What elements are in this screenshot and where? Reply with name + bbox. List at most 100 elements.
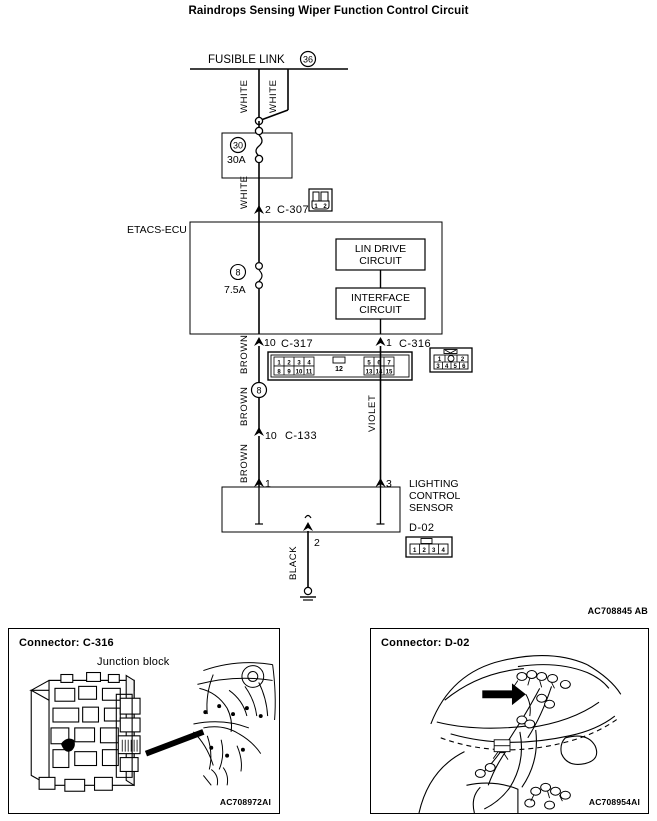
fuse-element-wave [255,134,263,157]
fuse-8-element-wave [258,269,263,282]
wire-label-white-left: WHITE [239,79,250,113]
c317-pin-6: 6 [377,361,381,367]
wire-label-brown-upper: BROWN [239,335,250,374]
connector-symbol-d02: 1 2 3 4 [405,536,453,558]
lin-drive-circuit-line1: LIN DRIVE [355,243,406,255]
c307-pin-1: 1 [314,204,318,210]
vehicle-harness-illustration [418,655,622,813]
connector-name-c316: C-316 [399,338,431,350]
connector-photo-panel-c316: Connector: C-316 Junction block [8,628,280,814]
fuse-8-circle [229,263,247,281]
wire-label-brown-mid: BROWN [239,387,250,426]
c316-pin-5: 5 [454,364,458,370]
c316-pin-blank [447,355,455,362]
c317-pin-15: 15 [386,370,393,376]
wire-label-brown-lower: BROWN [239,444,250,483]
sensor-pin-1: 1 [265,478,271,490]
fusible-link-label: FUSIBLE LINK [208,54,285,66]
fuse-terminal-bottom [254,154,264,164]
lin-drive-circuit-line2: CIRCUIT [359,255,402,267]
wire-label-black: BLACK [288,546,299,580]
connector-arrow-c133 [254,427,264,436]
fusible-link-badge-circle [299,50,317,68]
pin-number-c133: 10 [265,430,277,442]
c317-pin-7: 7 [387,361,391,367]
etacs-ecu-box [189,221,443,335]
c317-pin-5: 5 [367,361,371,367]
sensor-pin2-hook [304,514,312,519]
connector-symbol-c316: 1 2 3 4 5 6 [429,347,473,373]
connector-name-d02: D-02 [409,522,434,534]
connector-arrow-c316 [375,337,386,346]
c316-pin-4: 4 [445,364,449,370]
wire-label-violet: VIOLET [367,395,378,432]
sensor-pin-2: 2 [314,537,320,549]
panel-c316-subtitle: Junction block [97,656,170,668]
sensor-pin1-arrow [254,478,264,487]
pin-number-c307: 2 [265,204,271,216]
panel-c316-title: Connector: C-316 [19,637,114,649]
connector-symbol-c317: 1 2 3 4 5 6 7 8 9 10 11 12 13 14 15 [267,351,413,381]
sensor-pin2-arrow [303,522,313,531]
c317-pin-1: 1 [277,361,281,367]
callout-arrow [482,683,526,706]
c317-pin-12: 12 [335,366,343,373]
panel-d02-code: AC708954AI [588,797,640,807]
fuse-30-circle [229,136,247,154]
connector-photo-panel-d02: Connector: D-02 [370,628,649,814]
sensor-label-line3: SENSOR [409,502,454,514]
d02-pin-2: 2 [423,548,427,554]
sensor-label-line2: CONTROL [409,490,460,502]
c317-pin-9: 9 [287,370,291,376]
wire-white-right-angle [260,109,289,121]
c316-pin-1: 1 [438,357,442,363]
junction-block-illustration [29,662,276,792]
splice-8-number: 8 [256,386,261,396]
etacs-ecu-label: ETACS-ECU [127,224,187,236]
fuse-30-number: 30 [233,141,243,151]
connector-name-c307: C-307 [277,204,309,216]
lighting-control-sensor-box [221,486,401,533]
sensor-label-line1: LIGHTING [409,478,459,490]
fuse-8-number: 8 [235,268,240,278]
fuse-terminal-top [254,126,264,136]
d02-pin-4: 4 [442,548,446,554]
c316-pin-3: 3 [436,364,440,370]
d02-pin-1: 1 [413,548,417,554]
panel-d02-title: Connector: D-02 [381,637,470,649]
c317-pin-13: 13 [366,370,373,376]
c316-pin-2: 2 [461,357,465,363]
fuse-8-terminal-bottom [255,281,264,290]
c317-pin-11: 11 [306,370,313,376]
c307-pin-2: 2 [323,204,327,210]
connector-arrow-c317 [254,337,264,346]
c317-pin-4: 4 [307,361,311,367]
wiring-diagram: FUSIBLE LINK 36 WHITE WHITE 30 30A WHITE… [127,50,648,616]
wire-label-white-right: WHITE [268,79,279,113]
fuse-8-rating: 7.5A [224,284,246,296]
lin-drive-circuit-box [335,238,426,271]
sensor-pin-3: 3 [386,478,392,490]
c317-pin-2: 2 [287,361,291,367]
c317-pin-10: 10 [296,370,303,376]
interface-circuit-box [335,287,426,320]
wire-label-white-below-fuse: WHITE [239,175,250,209]
connector-symbol-c307: 1 2 [308,188,333,212]
interface-circuit-line2: CIRCUIT [359,304,402,316]
c316-pin-6: 6 [462,364,466,370]
pin-number-c317: 10 [264,337,276,349]
callout-pointer [144,729,205,757]
c317-pin-14: 14 [376,370,383,376]
connector-name-c317: C-317 [281,338,313,350]
d02-pin-3: 3 [432,548,436,554]
target-cavity-marker [60,738,75,752]
panel-c316-code: AC708972AI [219,797,271,807]
ground-node-circle [303,586,313,596]
c317-pin-3: 3 [297,361,301,367]
sensor-pin3-arrow [375,478,386,487]
fuse-8-terminal-top [255,262,264,271]
fusible-link-badge: 36 [303,55,313,65]
pin-number-c316: 1 [386,337,392,349]
fuse-30-rating: 30A [227,154,246,166]
connector-arrow-c307 [254,205,264,214]
